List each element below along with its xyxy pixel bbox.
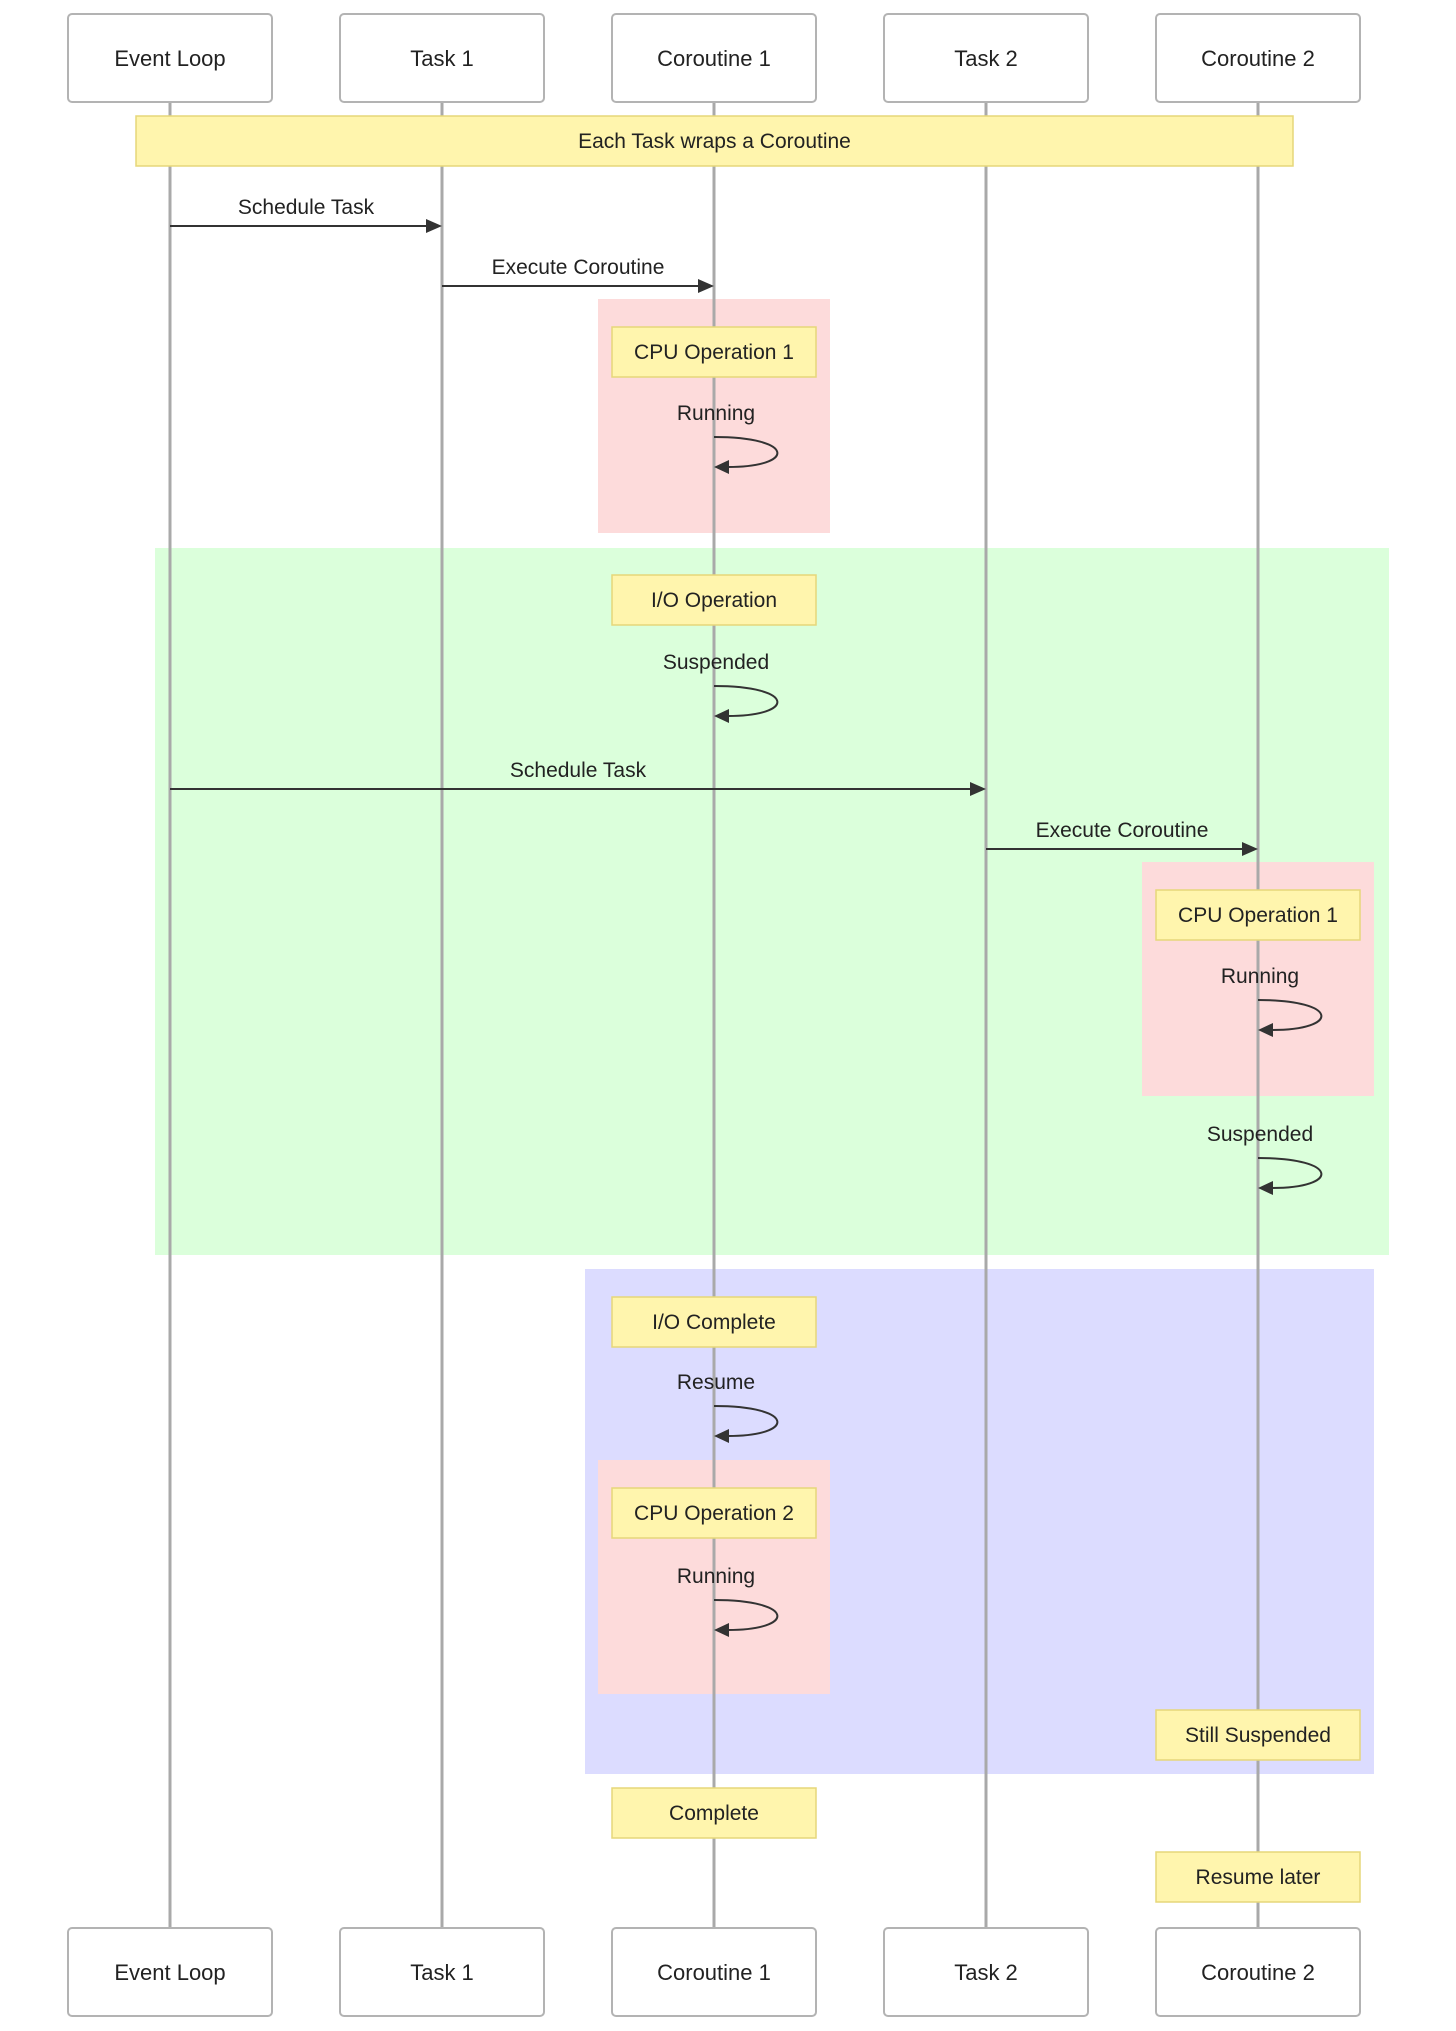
note-label: CPU Operation 2	[634, 1502, 794, 1525]
note-box	[135, 115, 1294, 167]
message-label: Suspended	[1207, 1123, 1313, 1146]
actor-bottom-loop: Event Loop	[67, 1927, 273, 2017]
note-i-o-operation: I/O Operation	[611, 574, 817, 626]
actor-label: Coroutine 1	[657, 1960, 771, 1985]
note-complete: Complete	[611, 1787, 817, 1839]
actor-box	[67, 13, 273, 103]
actor-top-t1: Task 1	[339, 13, 545, 103]
actor-bottom-t2: Task 2	[883, 1927, 1089, 2017]
arrow-head	[698, 279, 714, 293]
note-box	[1155, 1851, 1361, 1903]
actor-top-loop: Event Loop	[67, 13, 273, 103]
arrow-head	[714, 460, 729, 474]
message-label: Running	[1221, 965, 1299, 988]
actor-top-c2: Coroutine 2	[1155, 13, 1361, 103]
actor-bottom-c1: Coroutine 1	[611, 1927, 817, 2017]
arrow-head	[714, 1623, 729, 1637]
message-execute-coroutine: Execute Coroutine	[986, 819, 1258, 856]
note-each-task-wraps-a-coroutine: Each Task wraps a Coroutine	[135, 115, 1294, 167]
note-label: CPU Operation 1	[1178, 904, 1338, 927]
message-label: Execute Coroutine	[492, 256, 665, 279]
message-label: Resume	[677, 1371, 755, 1394]
message-label: Suspended	[663, 651, 769, 674]
arrow-head	[714, 1429, 729, 1443]
arrow-head	[1258, 1023, 1273, 1037]
note-box	[611, 574, 817, 626]
actor-label: Task 2	[954, 46, 1018, 71]
self-loop-arrow	[1257, 1157, 1323, 1189]
message-schedule-task: Schedule Task	[170, 759, 986, 796]
actor-label: Event Loop	[114, 46, 225, 71]
note-label: CPU Operation 1	[634, 341, 794, 364]
actor-label: Coroutine 1	[657, 46, 771, 71]
message-label: Schedule Task	[510, 759, 647, 782]
message-label: Running	[677, 402, 755, 425]
note-label: Complete	[669, 1802, 759, 1825]
note-cpu-operation-1: CPU Operation 1	[611, 326, 817, 378]
message-suspended: Suspended	[1207, 1123, 1323, 1195]
actor-label: Task 1	[410, 46, 474, 71]
message-execute-coroutine: Execute Coroutine	[442, 256, 714, 293]
note-still-suspended: Still Suspended	[1155, 1709, 1361, 1761]
note-box	[1155, 889, 1361, 941]
actor-box	[1155, 13, 1361, 103]
note-cpu-operation-1: CPU Operation 1	[1155, 889, 1361, 941]
arrow-head	[714, 709, 729, 723]
message-suspended: Suspended	[663, 651, 779, 723]
note-box	[611, 326, 817, 378]
message-running: Running	[677, 402, 779, 474]
note-resume-later: Resume later	[1155, 1851, 1361, 1903]
message-resume: Resume	[677, 1371, 779, 1443]
note-box	[611, 1787, 817, 1839]
self-loop-arrow	[713, 1405, 779, 1437]
note-box	[611, 1296, 817, 1348]
actor-box	[67, 1927, 273, 2017]
actor-box	[339, 13, 545, 103]
actor-top-t2: Task 2	[883, 13, 1089, 103]
actor-box	[339, 1927, 545, 2017]
actor-label: Task 1	[410, 1960, 474, 1985]
actor-label: Event Loop	[114, 1960, 225, 1985]
note-label: Each Task wraps a Coroutine	[578, 130, 851, 153]
actor-bottom-t1: Task 1	[339, 1927, 545, 2017]
message-label: Execute Coroutine	[1036, 819, 1209, 842]
arrow-head	[426, 219, 442, 233]
arrow-head	[970, 782, 986, 796]
actor-label: Coroutine 2	[1201, 46, 1315, 71]
message-running: Running	[677, 1565, 779, 1637]
self-loop-arrow	[1257, 999, 1323, 1031]
note-label: I/O Operation	[651, 589, 777, 612]
message-running: Running	[1221, 965, 1323, 1037]
message-label: Schedule Task	[238, 196, 375, 219]
note-cpu-operation-2: CPU Operation 2	[611, 1487, 817, 1539]
arrow-head	[1258, 1181, 1273, 1195]
actor-box	[1155, 1927, 1361, 2017]
self-loop-arrow	[713, 685, 779, 717]
actor-label: Task 2	[954, 1960, 1018, 1985]
note-label: I/O Complete	[652, 1311, 776, 1334]
note-i-o-complete: I/O Complete	[611, 1296, 817, 1348]
message-label: Running	[677, 1565, 755, 1588]
actor-label: Coroutine 2	[1201, 1960, 1315, 1985]
arrow-head	[1242, 842, 1258, 856]
self-loop-arrow	[713, 1599, 779, 1631]
note-box	[1155, 1709, 1361, 1761]
actor-top-c1: Coroutine 1	[611, 13, 817, 103]
actor-box	[883, 1927, 1089, 2017]
actor-bottom-c2: Coroutine 2	[1155, 1927, 1361, 2017]
note-box	[611, 1487, 817, 1539]
self-loop-arrow	[713, 436, 779, 468]
actor-box	[883, 13, 1089, 103]
actor-box	[611, 1927, 817, 2017]
message-schedule-task: Schedule Task	[170, 196, 442, 233]
actor-box	[611, 13, 817, 103]
note-label: Still Suspended	[1185, 1724, 1331, 1747]
note-label: Resume later	[1196, 1866, 1321, 1889]
